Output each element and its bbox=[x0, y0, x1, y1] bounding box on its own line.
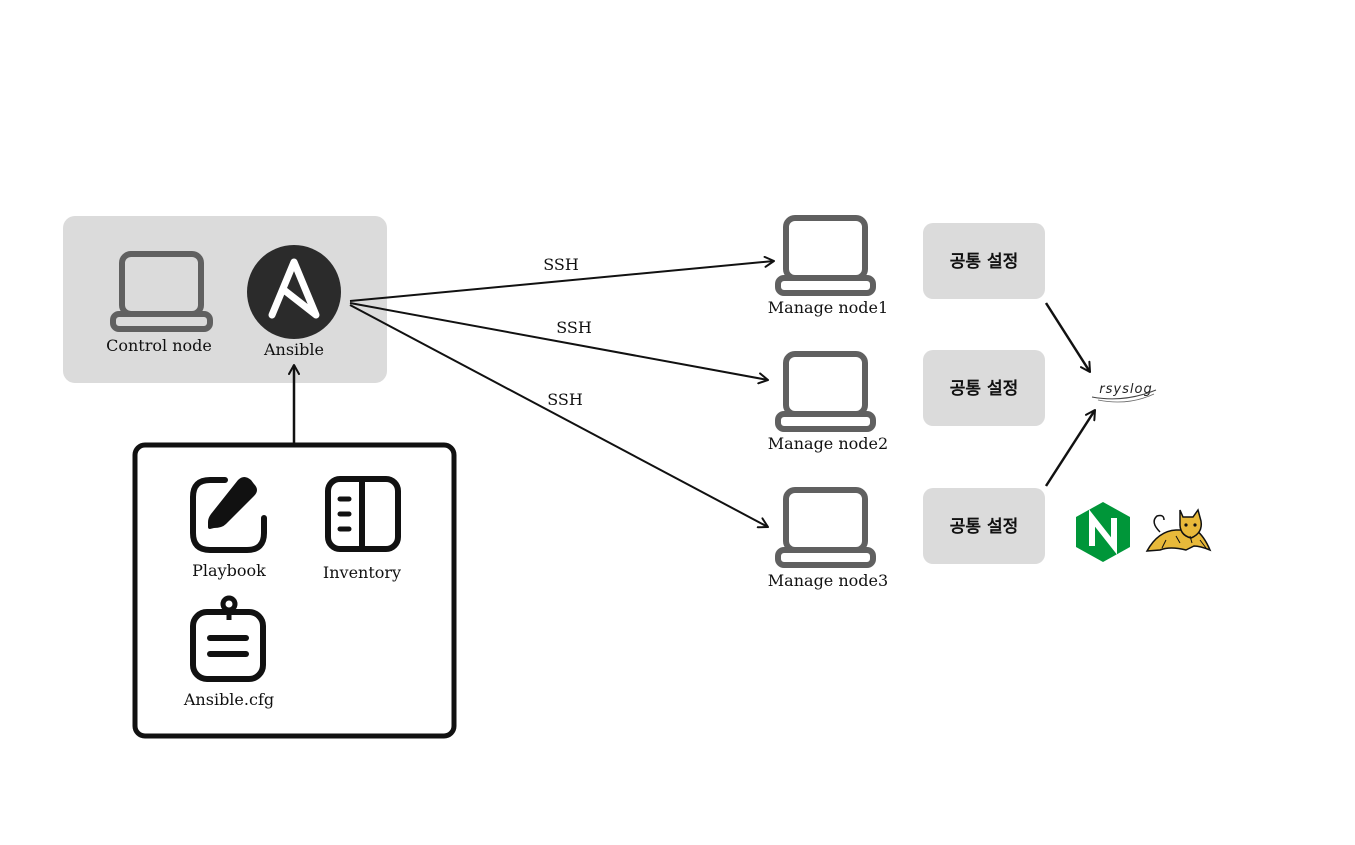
playbook-icon bbox=[190, 477, 267, 553]
clipboard-icon bbox=[190, 595, 266, 682]
managed-node-2: Manage node2 bbox=[768, 351, 888, 453]
common-setting-2: 공통 설정 bbox=[923, 350, 1045, 426]
config-files-box: Playbook Inventory Ansible.cfg bbox=[132, 442, 457, 739]
common-setting-1: 공통 설정 bbox=[923, 223, 1045, 299]
tomcat-icon bbox=[1145, 508, 1212, 552]
common-setting-label: 공통 설정 bbox=[950, 252, 1018, 272]
inventory-icon bbox=[325, 476, 401, 552]
nginx-icon bbox=[1076, 502, 1130, 562]
inventory-label: Inventory bbox=[323, 563, 401, 582]
rsyslog-logo-text: rsyslog bbox=[1099, 382, 1152, 397]
common-setting-label: 공통 설정 bbox=[950, 379, 1018, 399]
ssh-arrow-node3 bbox=[349, 304, 769, 529]
ansible-icon bbox=[247, 245, 341, 339]
managed-node-label: Manage node2 bbox=[768, 434, 888, 453]
ssh-connections: SSH SSH SSH bbox=[349, 255, 775, 529]
ansible-cfg-label: Ansible.cfg bbox=[183, 690, 274, 709]
managed-node-label: Manage node3 bbox=[768, 571, 888, 590]
laptop-icon bbox=[775, 351, 876, 432]
config-box-border bbox=[132, 442, 457, 739]
common-setting-label: 공통 설정 bbox=[950, 517, 1018, 537]
arrow-to-rsyslog-bottom bbox=[1044, 409, 1097, 487]
ansible-label: Ansible bbox=[263, 340, 324, 359]
laptop-icon bbox=[775, 487, 876, 568]
rsyslog-logo: rsyslog bbox=[1091, 382, 1157, 403]
arrow-to-rsyslog-top bbox=[1044, 302, 1092, 373]
ssh-label-1: SSH bbox=[543, 255, 579, 274]
common-setting-3: 공통 설정 bbox=[923, 488, 1045, 564]
ssh-arrow-node1 bbox=[349, 255, 775, 302]
managed-node-1: Manage node1 bbox=[768, 215, 888, 317]
laptop-icon bbox=[110, 251, 213, 332]
ssh-label-2: SSH bbox=[556, 318, 592, 337]
laptop-icon bbox=[775, 215, 876, 296]
managed-node-3: Manage node3 bbox=[768, 487, 888, 590]
playbook-label: Playbook bbox=[192, 561, 266, 580]
control-node-label: Control node bbox=[106, 336, 212, 355]
managed-node-label: Manage node1 bbox=[768, 298, 888, 317]
ssh-label-3: SSH bbox=[547, 390, 583, 409]
control-node-panel: Control node Ansible bbox=[63, 216, 387, 383]
ssh-arrow-node2 bbox=[349, 302, 769, 385]
